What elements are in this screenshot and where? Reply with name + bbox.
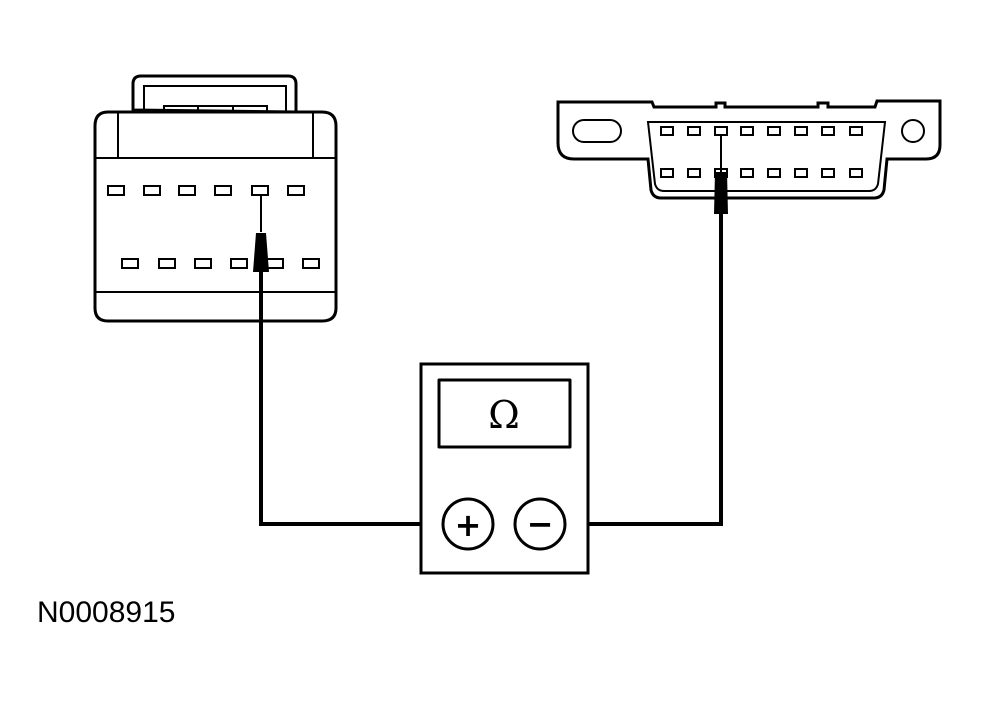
connector-pin-row-lower — [121, 258, 320, 269]
probe-tip-negative — [714, 172, 728, 214]
test-lead-negative — [565, 136, 728, 526]
figure-id: N0008915 — [37, 596, 176, 629]
component-connector — [93, 74, 338, 323]
connector-pin-row-upper — [107, 185, 305, 196]
negative-symbol: − — [527, 505, 554, 543]
positive-symbol: + — [455, 506, 482, 544]
ohm-symbol: Ω — [488, 393, 520, 437]
test-lead-positive — [253, 196, 442, 526]
meter-display — [437, 378, 572, 449]
negative-terminal — [513, 497, 567, 551]
data-link-connector — [556, 99, 942, 200]
multimeter: Ω + − — [419, 362, 590, 575]
probe-tip-positive — [253, 233, 269, 272]
dlc-pin-row-upper — [660, 126, 863, 136]
positive-terminal — [441, 497, 495, 551]
